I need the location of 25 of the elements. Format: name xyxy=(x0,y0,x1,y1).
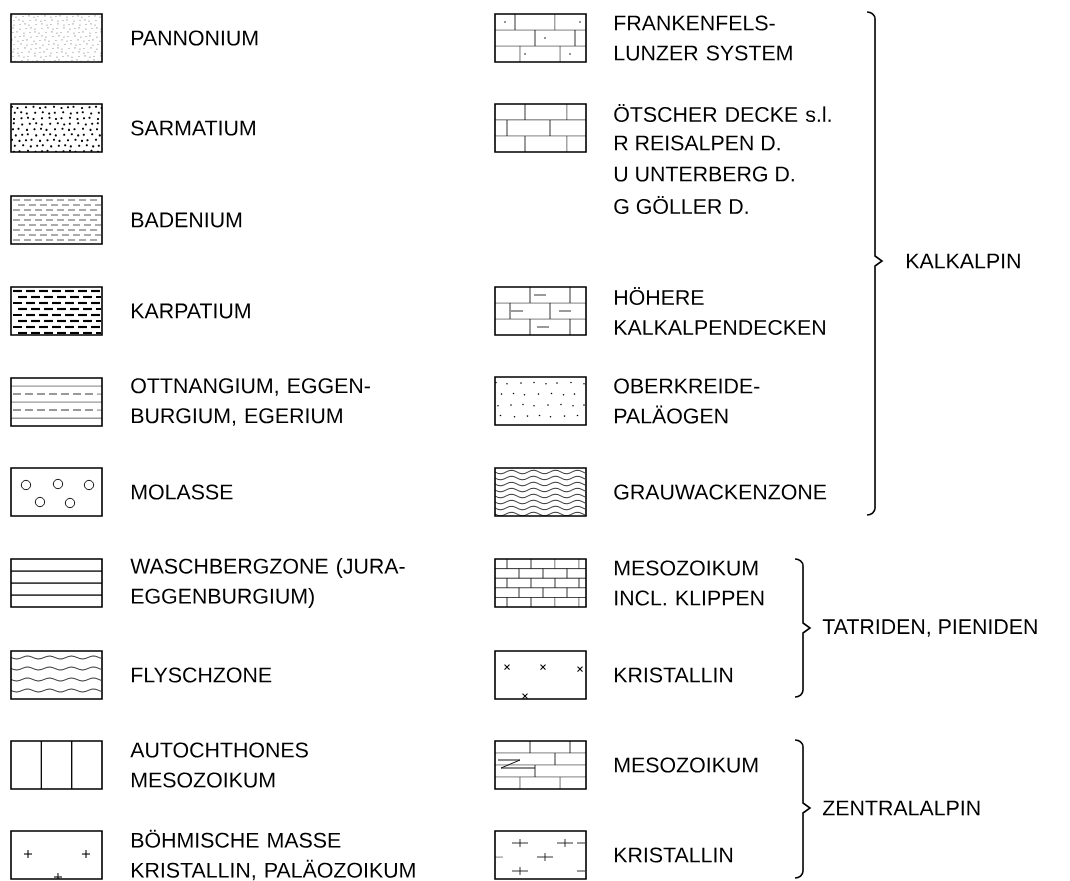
legend-text: HÖHERE KALKALPENDECKEN xyxy=(615,286,825,336)
group-label: KALKALPIN xyxy=(907,253,1020,269)
legend-text: MESOZOIKUM INCL. KLIPPEN xyxy=(615,560,764,606)
legend-text: U UNTERBERG D. xyxy=(614,166,794,182)
legend-text: BÖHMISCHE MASSE KRISTALLIN, PALÄOZOIKUM xyxy=(132,829,415,881)
legend-text: PANNONIUM xyxy=(132,30,258,46)
legend-text: ÖTSCHER DECKE s.l. xyxy=(614,103,831,123)
legend-text: FRANKENFELS- LUNZER SYSTEM xyxy=(615,15,792,61)
legend-text: AUTOCHTHONES MESOZOIKUM xyxy=(130,742,308,788)
legend-text: GRAUWACKENZONE xyxy=(614,484,827,500)
legend-text: MESOZOIKUM xyxy=(615,757,758,773)
legend-text: WASCHBERGZONE (JURA-EGGENBURGIUM) xyxy=(130,558,405,608)
legend-text: OBERKREIDE- PALÄOGEN xyxy=(614,378,760,424)
legend-text: R REISALPEN D. xyxy=(615,135,780,151)
legend-text: FLYSCHZONE xyxy=(132,667,272,683)
legend-text: KRISTALLIN xyxy=(615,847,733,863)
legend-text: KARPATIUM xyxy=(132,303,250,319)
legend-text: MOLASSE xyxy=(132,484,233,500)
legend-text: BADENIUM xyxy=(132,212,242,228)
legend-text: OTTNANGIUM, EGGEN- BURGIUM, EGERIUM xyxy=(131,378,370,426)
legend-text: G GÖLLER D. xyxy=(614,195,748,215)
legend-text: SARMATIUM xyxy=(131,120,255,136)
group-label: TATRIDEN, PIENIDEN xyxy=(822,619,1037,637)
group-label: ZENTRALALPIN xyxy=(822,800,980,816)
legend-text: KRISTALLIN xyxy=(615,667,733,683)
